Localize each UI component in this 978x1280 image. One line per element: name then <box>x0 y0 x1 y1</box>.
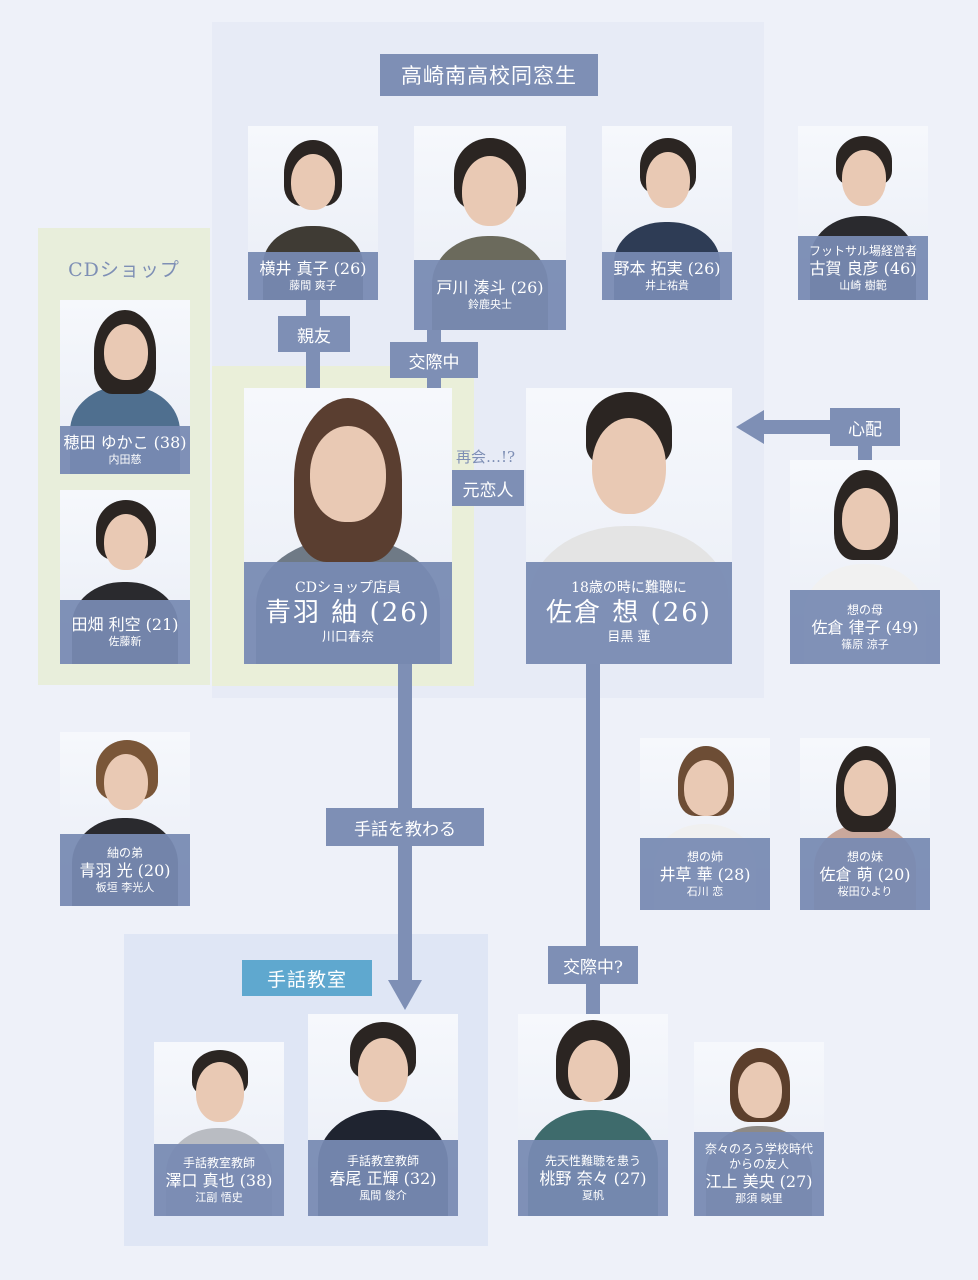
person-name: 佐倉 律子 (49) <box>811 617 919 637</box>
connector-worry-arrow-shaft <box>760 420 832 434</box>
person-card-sou: 18歳の時に難聴に 佐倉 想 (26) 目黒 蓮 <box>526 388 732 664</box>
actor-name: 内田慈 <box>108 453 142 467</box>
relation-dating: 交際中 <box>390 342 478 378</box>
person-role: 想の姉 <box>686 849 723 864</box>
alumni-group-label: 高崎南高校同窓生 <box>380 54 598 96</box>
actor-name: 佐藤新 <box>108 635 142 649</box>
person-caption: フットサル場経営者 古賀 良彦 (46) 山崎 樹範 <box>798 236 928 300</box>
person-caption: 手話教室教師 澤口 真也 (38) 江副 悟史 <box>154 1144 284 1216</box>
actor-name: 山崎 樹範 <box>839 278 887 292</box>
person-role: 想の母 <box>846 602 883 617</box>
person-card-nana: 先天性難聴を患う 桃野 奈々 (27) 夏帆 <box>518 1014 668 1216</box>
person-name: 古賀 良彦 (46) <box>809 258 917 278</box>
person-caption: 18歳の時に難聴に 佐倉 想 (26) 目黒 蓮 <box>526 562 732 664</box>
person-card-hana: 想の姉 井草 華 (28) 石川 恋 <box>640 738 770 910</box>
relation-best-friend: 親友 <box>278 316 350 352</box>
person-name: 佐倉 想 (26) <box>546 598 712 629</box>
person-caption: 想の母 佐倉 律子 (49) 篠原 涼子 <box>790 590 940 664</box>
actor-name: 井上祐貴 <box>645 279 689 293</box>
relation-reunion: 再会…!? <box>456 448 516 466</box>
connector-sou-nana <box>586 664 600 1014</box>
person-name: 穂田 ゆかこ (38) <box>63 433 187 453</box>
actor-name: 石川 恋 <box>686 884 724 898</box>
person-name: 佐倉 萌 (20) <box>819 864 911 884</box>
person-name: 井草 華 (28) <box>659 864 751 884</box>
person-role: 手話教室教師 <box>182 1155 255 1170</box>
relation-learn-sign: 手話を教わる <box>326 808 484 846</box>
actor-name: 鈴鹿央士 <box>468 298 512 312</box>
person-caption: 想の姉 井草 華 (28) 石川 恋 <box>640 838 770 910</box>
person-caption: 手話教室教師 春尾 正輝 (32) 風間 俊介 <box>308 1140 458 1216</box>
relation-ex: 元恋人 <box>452 470 524 506</box>
person-card-yoshihiko: フットサル場経営者 古賀 良彦 (46) 山崎 樹範 <box>798 126 928 300</box>
actor-name: 篠原 涼子 <box>841 637 889 651</box>
person-role: 手話教室教師 <box>346 1153 419 1168</box>
arrowhead-left-icon <box>736 410 764 444</box>
person-role: 先天性難聴を患う <box>544 1153 641 1168</box>
person-role: 18歳の時に難聴に <box>571 579 687 596</box>
person-card-moe: 想の妹 佐倉 萌 (20) 桜田ひより <box>800 738 930 910</box>
person-card-riku: 田畑 利空 (21) 佐藤新 <box>60 490 190 664</box>
relation-dating-question: 交際中? <box>548 946 638 984</box>
person-name: 江上 美央 (27) <box>705 1172 813 1192</box>
relation-worry: 心配 <box>830 408 900 446</box>
person-caption: 田畑 利空 (21) 佐藤新 <box>60 600 190 664</box>
person-card-minato: 戸川 湊斗 (26) 鈴鹿央士 <box>414 126 566 330</box>
person-caption: 戸川 湊斗 (26) 鈴鹿央士 <box>414 260 566 330</box>
person-caption: 想の妹 佐倉 萌 (20) 桜田ひより <box>800 838 930 910</box>
person-name: 戸川 湊斗 (26) <box>436 278 544 298</box>
person-role: 紬の弟 <box>106 845 143 860</box>
person-caption: CDショップ店員 青羽 紬 (26) 川口春奈 <box>244 562 452 664</box>
person-card-mako: 横井 真子 (26) 藤間 爽子 <box>248 126 378 300</box>
actor-name: 板垣 李光人 <box>95 880 155 894</box>
portrait-photo <box>60 732 190 906</box>
person-caption: 奈々のろう学校時代からの友人 江上 美央 (27) 那須 映里 <box>694 1132 824 1216</box>
actor-name: 江副 悟史 <box>195 1190 243 1204</box>
person-caption: 横井 真子 (26) 藤間 爽子 <box>248 252 378 300</box>
sign-class-group-label: 手話教室 <box>242 960 372 996</box>
person-card-takumi: 野本 拓実 (26) 井上祐貴 <box>602 126 732 300</box>
person-name: 青羽 紬 (26) <box>265 598 431 629</box>
person-caption: 紬の弟 青羽 光 (20) 板垣 李光人 <box>60 834 190 906</box>
actor-name: 風間 俊介 <box>359 1188 407 1202</box>
person-card-tsumugi: CDショップ店員 青羽 紬 (26) 川口春奈 <box>244 388 452 664</box>
person-card-yukako: 穂田 ゆかこ (38) 内田慈 <box>60 300 190 474</box>
cdshop-group-label: CDショップ <box>68 258 180 281</box>
actor-name: 川口春奈 <box>321 629 374 645</box>
person-role: 奈々のろう学校時代からの友人 <box>704 1142 813 1172</box>
person-name: 田畑 利空 (21) <box>71 615 179 635</box>
person-card-masaki: 手話教室教師 春尾 正輝 (32) 風間 俊介 <box>308 1014 458 1216</box>
person-name: 横井 真子 (26) <box>259 259 367 279</box>
person-name: 桃野 奈々 (27) <box>539 1168 647 1188</box>
person-name: 澤口 真也 (38) <box>165 1170 273 1190</box>
person-role: CDショップ店員 <box>295 579 401 596</box>
actor-name: 夏帆 <box>582 1188 604 1202</box>
person-card-mio: 奈々のろう学校時代からの友人 江上 美央 (27) 那須 映里 <box>694 1042 824 1216</box>
person-name: 野本 拓実 (26) <box>613 259 721 279</box>
person-caption: 先天性難聴を患う 桃野 奈々 (27) 夏帆 <box>518 1140 668 1216</box>
actor-name: 藤間 爽子 <box>289 279 337 293</box>
person-role: 想の妹 <box>846 849 883 864</box>
person-caption: 穂田 ゆかこ (38) 内田慈 <box>60 426 190 474</box>
actor-name: 目黒 蓮 <box>607 629 651 645</box>
arrowhead-down-icon <box>388 980 422 1010</box>
person-card-hikaru: 紬の弟 青羽 光 (20) 板垣 李光人 <box>60 732 190 906</box>
actor-name: 那須 映里 <box>735 1192 783 1206</box>
actor-name: 桜田ひより <box>837 884 893 898</box>
person-name: 青羽 光 (20) <box>79 860 171 880</box>
person-name: 春尾 正輝 (32) <box>329 1168 437 1188</box>
person-card-shinya: 手話教室教師 澤口 真也 (38) 江副 悟史 <box>154 1042 284 1216</box>
person-caption: 野本 拓実 (26) 井上祐貴 <box>602 252 732 300</box>
person-role: フットサル場経営者 <box>808 243 917 258</box>
person-card-ritsuko: 想の母 佐倉 律子 (49) 篠原 涼子 <box>790 460 940 664</box>
